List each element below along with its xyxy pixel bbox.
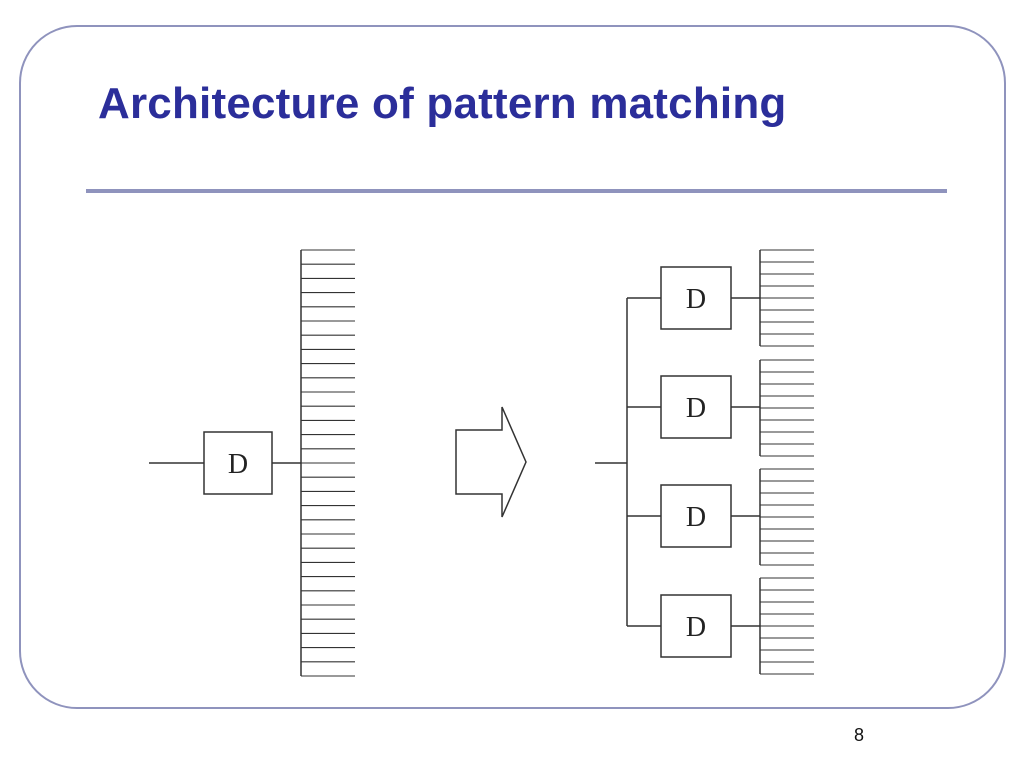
parallel-d-block [660, 484, 732, 548]
single-d-block [203, 431, 273, 495]
parallel-d-block [660, 594, 732, 658]
parallel-d-block [660, 266, 732, 330]
parallel-stage: D D D D [595, 249, 814, 675]
parallel-unit: D [627, 359, 814, 457]
single-stage: D [149, 249, 355, 677]
parallel-unit: D [627, 249, 814, 347]
parallel-unit: D [627, 577, 814, 675]
parallel-d-block-label: D [686, 284, 706, 315]
parallel-unit: D [627, 468, 814, 566]
page-number: 8 [853, 725, 864, 745]
transform-arrow-shape [455, 406, 527, 518]
parallel-d-block-label: D [686, 612, 706, 643]
parallel-d-block-label: D [686, 502, 706, 533]
single-d-block-label: D [228, 449, 248, 480]
title-underline [86, 189, 947, 193]
parallel-blocks: D D D D [627, 249, 814, 675]
transform-arrow [455, 406, 527, 518]
single-memory-bank [300, 249, 355, 677]
slide-frame [19, 25, 1006, 709]
slide-title: Architecture of pattern matching [98, 79, 787, 128]
parallel-d-block-label: D [686, 393, 706, 424]
